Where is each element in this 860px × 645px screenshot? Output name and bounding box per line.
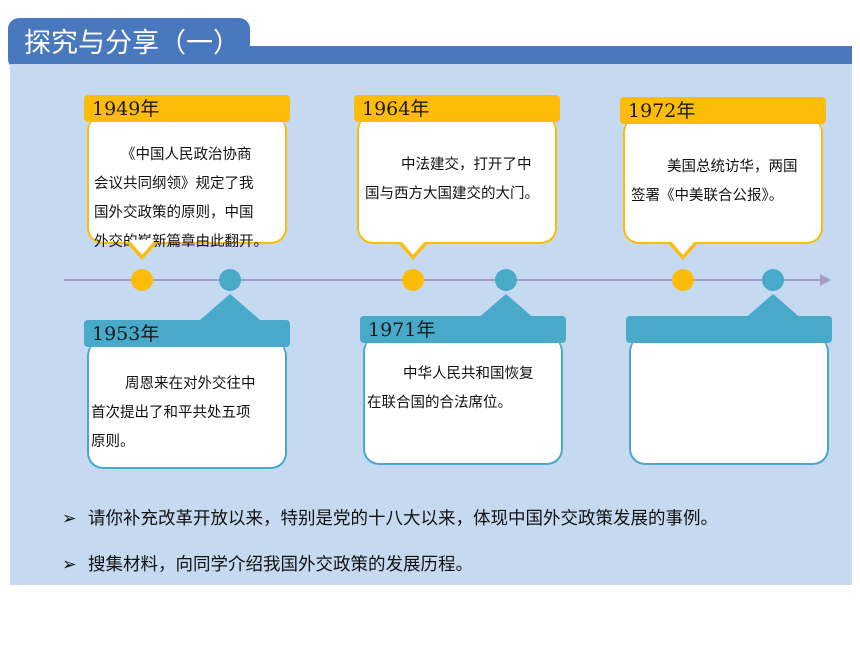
card-1964: 中法建交，打开了中 国与西方大国建交的大门。 1964年 [354, 95, 560, 244]
bullet-text: 搜集材料，向同学介绍我国外交政策的发展历程。 [88, 555, 473, 575]
card-line: 国外交政策的原则，中国 [94, 205, 254, 221]
arrow-bullet-icon: ➢ [62, 509, 77, 529]
bullet-item: ➢ 请你补充改革开放以来，特别是党的十八大以来，体现中国外交政策发展的事例。 [62, 505, 718, 530]
card-year [626, 316, 832, 343]
card-1971: 中华人民共和国恢复 在联合国的合法席位。 1971年 [360, 316, 566, 465]
timeline-dot-1953 [219, 269, 241, 291]
card-1953: 周恩来在对外交往中 首次提出了和平共处五项 原则。 1953年 [84, 320, 290, 469]
card-1972: 美国总统访华，两国 签署《中美联合公报》。 1972年 [620, 97, 826, 244]
card-pointer [667, 240, 699, 260]
timeline-dot-1964 [402, 269, 424, 291]
card-body: 《中国人民政治协商 会议共同纲领》规定了我 国外交政策的原则，中国 外交的崭新篇… [87, 115, 287, 250]
card-body [629, 336, 829, 465]
card-line: 会议共同纲领》规定了我 [94, 176, 254, 192]
card-line: 国与西方大国建交的大门。 [365, 186, 539, 202]
card-pointer [743, 294, 803, 320]
arrow-bullet-icon: ➢ [62, 555, 77, 575]
card-body: 周恩来在对外交往中 首次提出了和平共处五项 原则。 [87, 340, 287, 469]
card-year: 1964年 [354, 95, 560, 122]
card-year: 1972年 [620, 97, 826, 124]
card-line: 《中国人民政治协商 [121, 147, 252, 163]
card-year: 1971年 [360, 316, 566, 343]
bullet-item: ➢ 搜集材料，向同学介绍我国外交政策的发展历程。 [62, 551, 473, 576]
section-title: 探究与分享（一） [8, 18, 250, 70]
timeline-line [64, 279, 826, 281]
card-line: 外交的崭新篇章由此翻开。 [94, 234, 268, 250]
card-line: 中华人民共和国恢复 [403, 366, 534, 382]
timeline-dot-blank [762, 269, 784, 291]
card-year: 1953年 [84, 320, 290, 347]
card-blank [626, 316, 832, 465]
timeline-dot-1949 [131, 269, 153, 291]
card-line: 周恩来在对外交往中 [125, 376, 256, 392]
card-1949: 《中国人民政治协商 会议共同纲领》规定了我 国外交政策的原则，中国 外交的崭新篇… [84, 95, 290, 250]
card-line: 原则。 [91, 434, 135, 450]
card-line: 签署《中美联合公报》。 [631, 188, 784, 204]
timeline-arrowhead-icon [820, 274, 831, 286]
timeline-dot-1971 [495, 269, 517, 291]
card-body: 中华人民共和国恢复 在联合国的合法席位。 [363, 336, 563, 465]
card-line: 中法建交，打开了中 [401, 157, 532, 173]
card-line: 美国总统访华，两国 [667, 159, 798, 175]
bullet-text: 请你补充改革开放以来，特别是党的十八大以来，体现中国外交政策发展的事例。 [88, 509, 718, 529]
card-pointer [397, 240, 429, 260]
card-line: 首次提出了和平共处五项 [91, 405, 251, 421]
card-pointer [126, 240, 158, 260]
card-pointer [476, 294, 536, 320]
card-line: 在联合国的合法席位。 [367, 395, 512, 411]
timeline-dot-1972 [672, 269, 694, 291]
card-body: 美国总统访华，两国 签署《中美联合公报》。 [623, 117, 823, 244]
card-pointer [200, 294, 260, 320]
card-body: 中法建交，打开了中 国与西方大国建交的大门。 [357, 115, 557, 244]
card-year: 1949年 [84, 95, 290, 122]
